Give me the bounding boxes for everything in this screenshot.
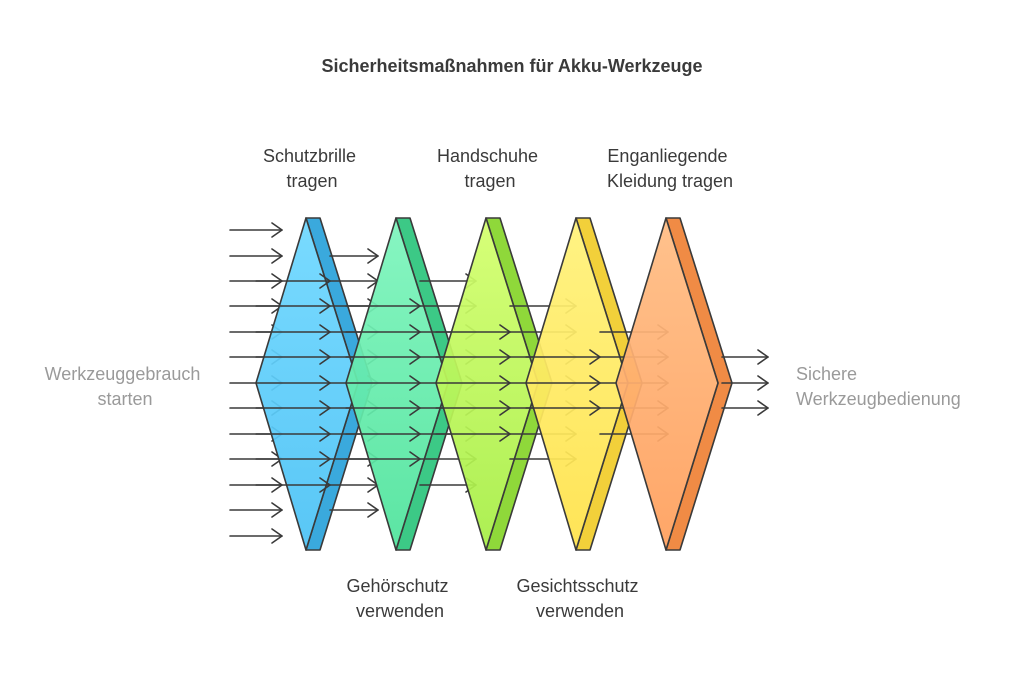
- flow-arrow-through: [255, 298, 331, 314]
- flow-arrow: [721, 375, 769, 391]
- filter-label-line: verwenden: [356, 601, 444, 621]
- filter-label-handschuhe: Handschuhe tragen: [437, 146, 543, 191]
- filter-gehoerschutz: [345, 217, 449, 551]
- flow-arrow: [229, 528, 283, 544]
- filter-label-kleidung: Enganliegende Kleidung tragen: [607, 146, 733, 191]
- start-label-line-1: Werkzeuggebrauch: [45, 364, 201, 384]
- flow-arrow-through: [345, 324, 421, 340]
- flow-arrow-through: [435, 324, 511, 340]
- flow-arrow-through: [255, 324, 331, 340]
- flow-arrow-through: [255, 349, 331, 365]
- flow-arrow-through: [255, 451, 331, 467]
- end-label-line-2: Werkzeugbedienung: [796, 389, 961, 409]
- flow-arrow: [229, 222, 283, 238]
- flow-arrow: [229, 248, 283, 264]
- flow-arrow-through: [255, 477, 331, 493]
- flow-arrow-through: [435, 426, 511, 442]
- filter-label-line: Handschuhe: [437, 146, 538, 166]
- filter-label-gesichtsschutz: Gesichtsschutz verwenden: [516, 576, 643, 621]
- filter-label-line: Schutzbrille: [263, 146, 356, 166]
- filter-label-line: tragen: [286, 171, 337, 191]
- end-label: Sichere Werkzeugbedienung: [796, 364, 961, 409]
- flow-arrow-through: [345, 451, 421, 467]
- filter-label-line: Gehörschutz: [346, 576, 448, 596]
- flow-arrow-through: [525, 375, 601, 391]
- filter-label-line: Kleidung tragen: [607, 171, 733, 191]
- flow-arrow-through: [255, 273, 331, 289]
- filter-handschuhe: [435, 217, 539, 551]
- flow-arrow-through: [255, 400, 331, 416]
- flow-arrow: [329, 502, 379, 518]
- filter-label-line: Enganliegende: [607, 146, 727, 166]
- flow-arrow: [721, 400, 769, 416]
- filter-schutzbrille: [255, 217, 359, 551]
- end-label-line-1: Sichere: [796, 364, 857, 384]
- start-label: Werkzeuggebrauch starten: [45, 364, 206, 409]
- filter-stack: [229, 217, 769, 551]
- flow-arrow: [229, 502, 283, 518]
- flow-arrow-through: [345, 349, 421, 365]
- flow-arrow-through: [435, 375, 511, 391]
- flow-arrow: [329, 248, 379, 264]
- filter-label-schutzbrille: Schutzbrille tragen: [263, 146, 361, 191]
- start-label-line-2: starten: [97, 389, 152, 409]
- filter-kleidung: [615, 217, 719, 551]
- filter-label-gehoerschutz: Gehörschutz verwenden: [346, 576, 453, 621]
- flow-arrow-through: [435, 400, 511, 416]
- flow-arrow-through: [525, 400, 601, 416]
- flow-arrow-through: [345, 426, 421, 442]
- flow-arrow: [721, 349, 769, 365]
- filter-label-line: Gesichtsschutz: [516, 576, 638, 596]
- filter-gesichtsschutz: [525, 217, 629, 551]
- flow-arrow-through: [255, 426, 331, 442]
- flow-arrow-through: [255, 375, 331, 391]
- filter-label-line: verwenden: [536, 601, 624, 621]
- flow-arrow-through: [345, 375, 421, 391]
- flow-arrow-through: [435, 349, 511, 365]
- flow-arrow-through: [345, 298, 421, 314]
- filter-label-line: tragen: [464, 171, 515, 191]
- flow-arrow-through: [345, 400, 421, 416]
- flow-arrow-through: [525, 349, 601, 365]
- diagram-title: Sicherheitsmaßnahmen für Akku-Werkzeuge: [321, 56, 702, 76]
